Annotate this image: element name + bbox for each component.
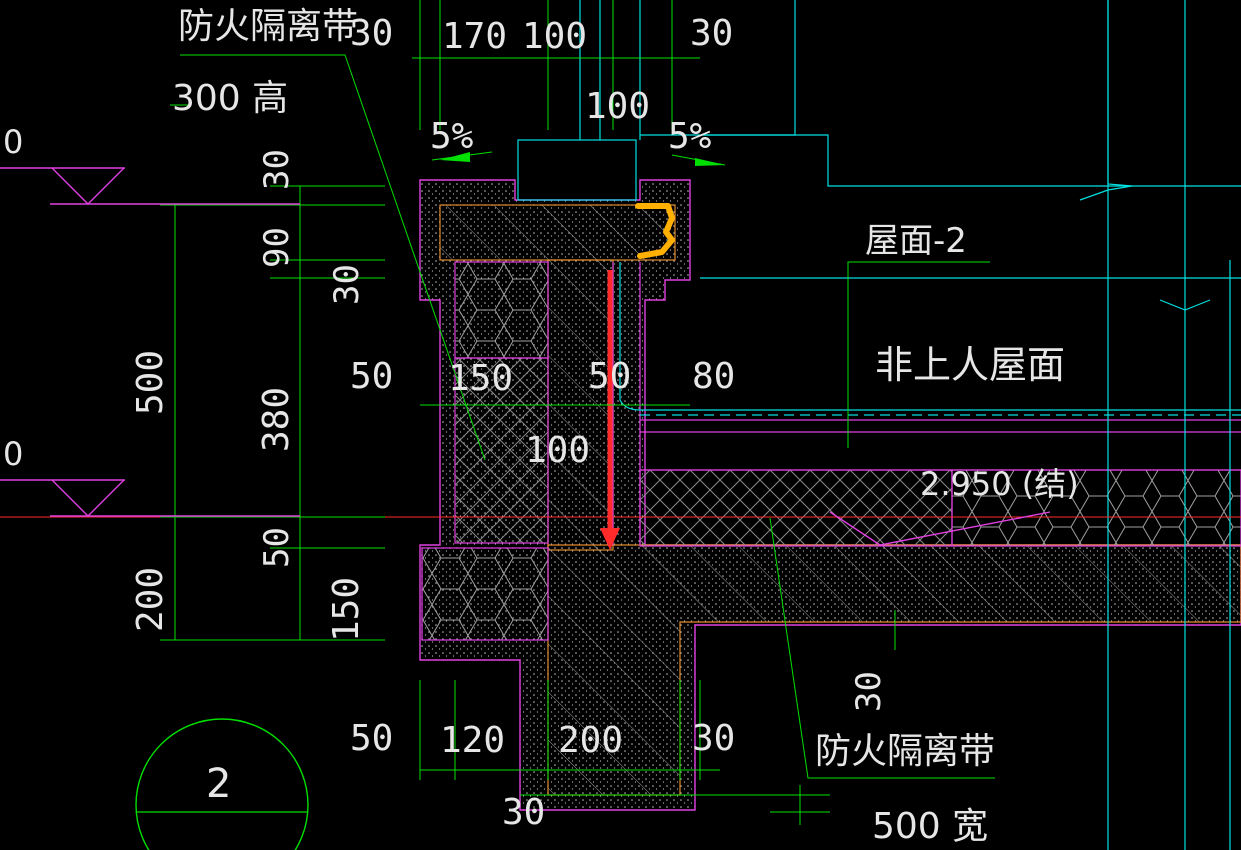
fire-belt-label-top: 防火隔离带 [178,6,358,47]
dim-mid-80: 80 [692,356,735,397]
slope-arrow-right-icon [695,158,725,166]
detail-circle [135,718,309,850]
roof-name-label: 屋面-2 [865,221,967,261]
level-mark-top: 0 [3,123,23,161]
level-markers [0,167,1051,546]
fire-barrier-vertical [454,357,549,544]
dim-v-200: 200 [130,567,171,632]
roof-insulation-crosshatch [639,469,953,547]
dim-bot-50: 50 [350,718,393,759]
dim-top-30-left: 30 [350,13,393,54]
width-note: 500 宽 [872,806,988,847]
dim-slope-right: 5% [668,116,712,157]
metal-cap [517,139,637,201]
dim-v-30-bottom: 30 [849,671,889,712]
dim-top-30-right: 30 [690,13,733,54]
dim-v-500: 500 [130,350,171,415]
parapet-structure [419,179,1241,811]
dim-bot-30-right: 30 [692,718,735,759]
dim-mid-50-right: 50 [588,356,631,397]
highlight-mark [635,203,675,259]
dim-bot-30-base: 30 [502,792,545,833]
dim-v-380: 380 [256,387,297,452]
dim-v-50: 50 [257,527,297,568]
dim-slope-left: 5% [430,116,474,157]
dim-bot-120: 120 [440,720,505,761]
dim-mid-100: 100 [525,430,590,471]
dim-v-150: 150 [326,577,367,642]
roof-type-label: 非上人屋面 [875,343,1065,387]
slope-arrow-left-icon [440,152,470,162]
dim-v-90: 90 [257,227,297,268]
level-mark-bottom: 0 [3,435,23,473]
dim-top-100: 100 [522,16,587,57]
dim-mid-50-left: 50 [350,356,393,397]
height-note: 300 高 [172,78,288,119]
dim-v-30-top: 30 [257,149,297,190]
detail-number: 2 [206,761,231,807]
insulation-upper [454,261,549,359]
dim-cap-100: 100 [585,86,650,127]
dim-bot-200: 200 [558,720,623,761]
dim-mid-150: 150 [448,358,513,399]
insulation-lower [421,547,549,641]
dim-top-170: 170 [442,16,507,57]
fire-belt-label-bottom: 防火隔离带 [815,731,995,772]
arrow-down-icon [600,528,620,550]
elevation-label: 2.950 (结) [920,465,1079,503]
cyan-lines [517,0,1241,850]
coping-beam [439,204,676,261]
dim-v-30-mid: 30 [327,264,367,305]
dimension-lines [160,0,995,825]
